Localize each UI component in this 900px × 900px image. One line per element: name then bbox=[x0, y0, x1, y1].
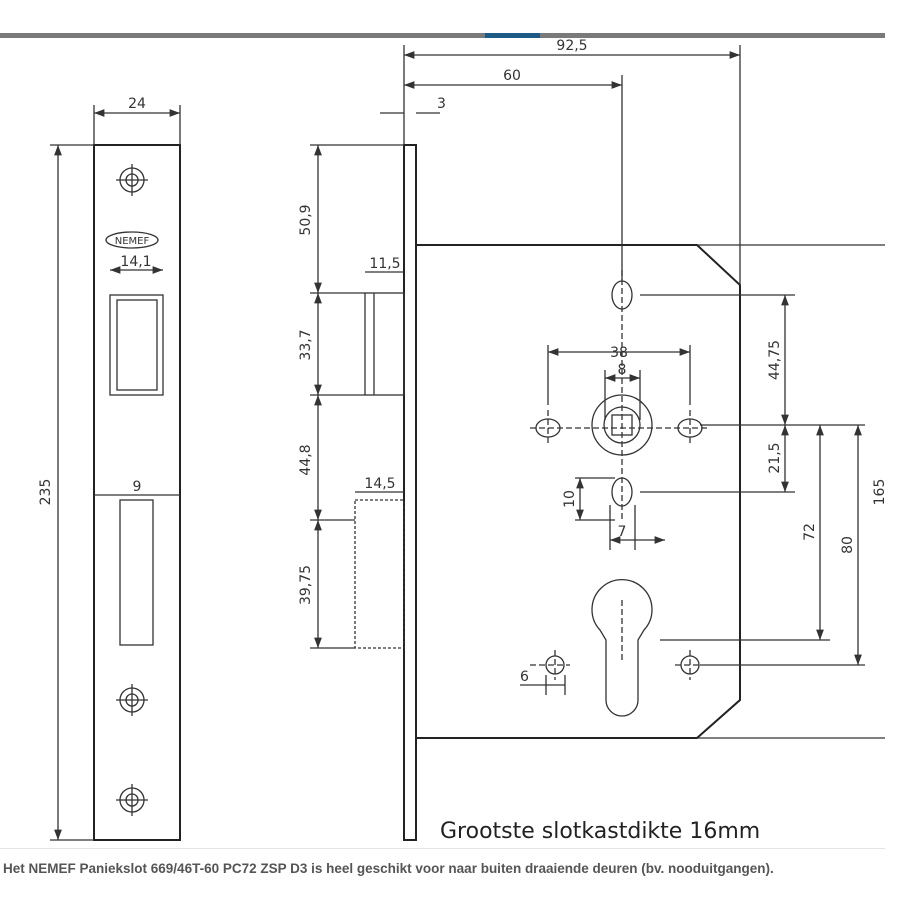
dim-9: 9 bbox=[133, 479, 142, 495]
dim-24: 24 bbox=[128, 96, 146, 112]
logo-badge bbox=[105, 231, 159, 249]
dim-38: 38 bbox=[610, 345, 628, 361]
dim-14-1: 14,1 bbox=[120, 254, 151, 270]
top-bar-accent bbox=[485, 33, 540, 38]
lock-case bbox=[310, 45, 885, 841]
product-caption: Het NEMEF Paniekslot 669/46T-60 PC72 ZSP… bbox=[3, 861, 774, 876]
screw-icon bbox=[116, 164, 148, 196]
faceplate: NEMEF bbox=[50, 105, 181, 841]
max-case-thickness-note: Grootste slotkastdikte 16mm bbox=[440, 819, 760, 844]
dim-165: 165 bbox=[872, 479, 888, 506]
dim-8: 8 bbox=[618, 362, 627, 378]
dim-80: 80 bbox=[840, 536, 856, 554]
dim-6: 6 bbox=[520, 669, 529, 685]
dim-50-9: 50,9 bbox=[298, 204, 314, 235]
screw-icon bbox=[116, 784, 148, 816]
dim-33-7: 33,7 bbox=[298, 329, 314, 360]
dim-44-8: 44,8 bbox=[298, 444, 314, 475]
dim-60: 60 bbox=[503, 68, 521, 84]
dim-11-5: 11,5 bbox=[369, 256, 400, 272]
dim-92-5: 92,5 bbox=[556, 38, 587, 54]
dim-21-5: 21,5 bbox=[767, 442, 783, 473]
dim-10: 10 bbox=[562, 490, 578, 508]
dim-7: 7 bbox=[618, 524, 627, 540]
dim-14-5: 14,5 bbox=[364, 476, 395, 492]
screw-icon bbox=[116, 684, 148, 716]
dim-3: 3 bbox=[437, 96, 446, 112]
top-bar bbox=[0, 33, 885, 38]
dim-44-75: 44,75 bbox=[767, 340, 783, 380]
caption-divider bbox=[0, 848, 885, 849]
dim-72: 72 bbox=[802, 523, 818, 541]
dim-39-75: 39,75 bbox=[298, 565, 314, 605]
lock-technical-drawing: NEMEF 24 235 14,1 9 bbox=[38, 38, 888, 844]
logo-text: NEMEF bbox=[115, 236, 150, 247]
dim-235: 235 bbox=[38, 479, 54, 506]
